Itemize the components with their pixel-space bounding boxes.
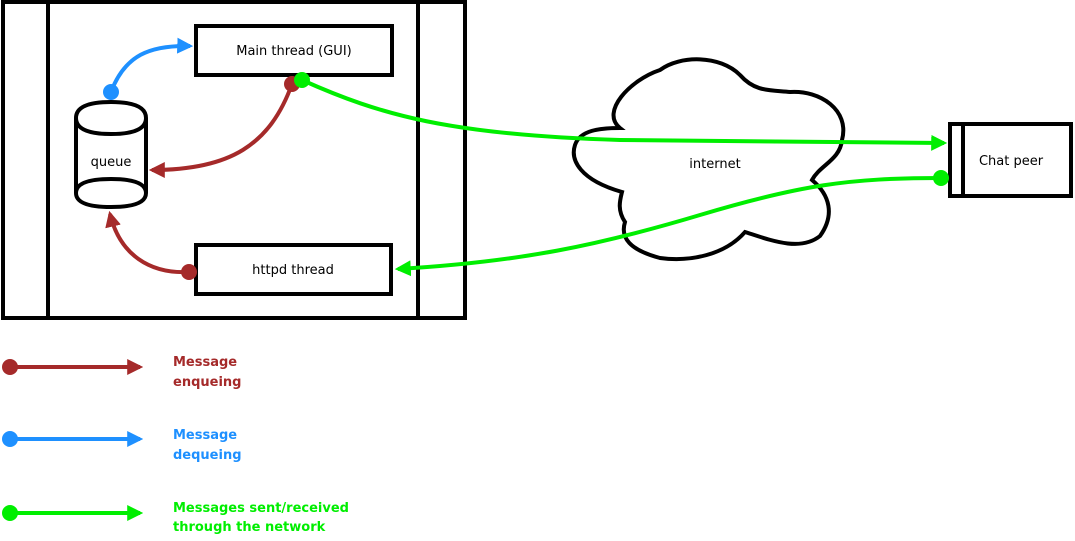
legend-dequeue-line2: dequeing	[173, 448, 242, 463]
internet-label: internet	[689, 157, 740, 172]
legend-item-network: Messages sent/received through the netwo…	[2, 501, 349, 535]
network-arrow-outgoing	[294, 72, 948, 151]
network-arrow-incoming	[394, 170, 949, 277]
dequeue-arrow	[103, 37, 194, 100]
legend: Message enqueing Message dequeing Messag…	[2, 355, 349, 535]
main-thread-box: Main thread (GUI)	[194, 24, 394, 77]
legend-item-dequeue: Message dequeing	[2, 428, 242, 463]
queue-cylinder: queue	[74, 99, 148, 210]
legend-dequeue-line1: Message	[173, 428, 237, 443]
httpd-thread-box: httpd thread	[194, 243, 393, 296]
main-thread-label: Main thread (GUI)	[236, 44, 351, 59]
chat-peer-box: Chat peer	[948, 122, 1073, 198]
httpd-thread-label: httpd thread	[252, 263, 334, 278]
internet-cloud: internet	[571, 57, 846, 262]
legend-enqueue-line2: enqueing	[173, 375, 241, 390]
queue-label: queue	[91, 155, 132, 170]
legend-network-line2: through the network	[173, 520, 326, 535]
legend-enqueue-line1: Message	[173, 355, 237, 370]
enqueue-arrow-httpd	[105, 210, 197, 280]
legend-item-enqueue: Message enqueing	[2, 355, 241, 390]
chat-peer-label: Chat peer	[979, 154, 1044, 169]
legend-network-line1: Messages sent/received	[173, 501, 349, 516]
